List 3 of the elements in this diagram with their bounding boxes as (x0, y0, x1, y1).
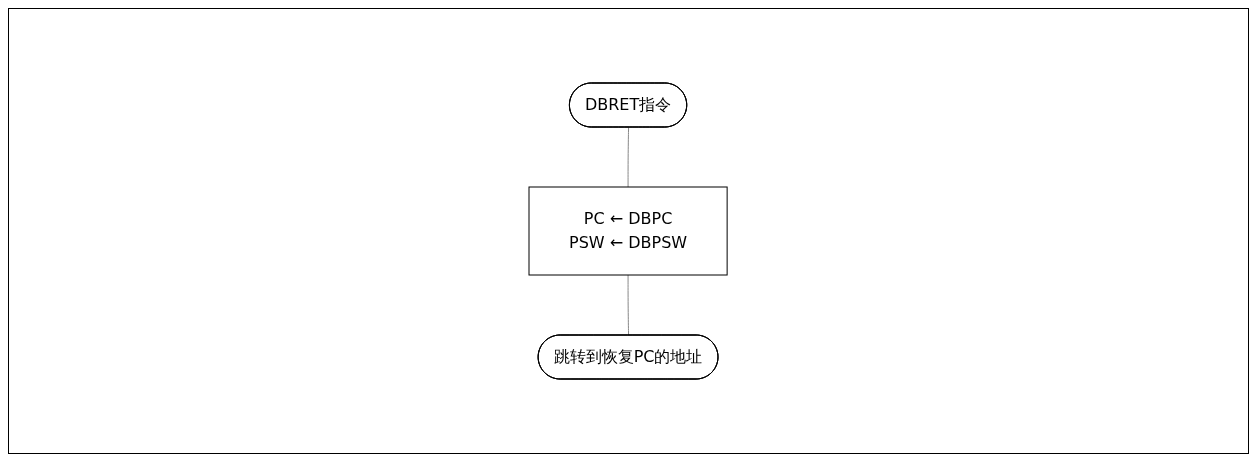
connector (628, 127, 630, 188)
connector (628, 274, 630, 336)
node-box: PC ← DBPC PSW ← DBPSW (528, 186, 729, 276)
